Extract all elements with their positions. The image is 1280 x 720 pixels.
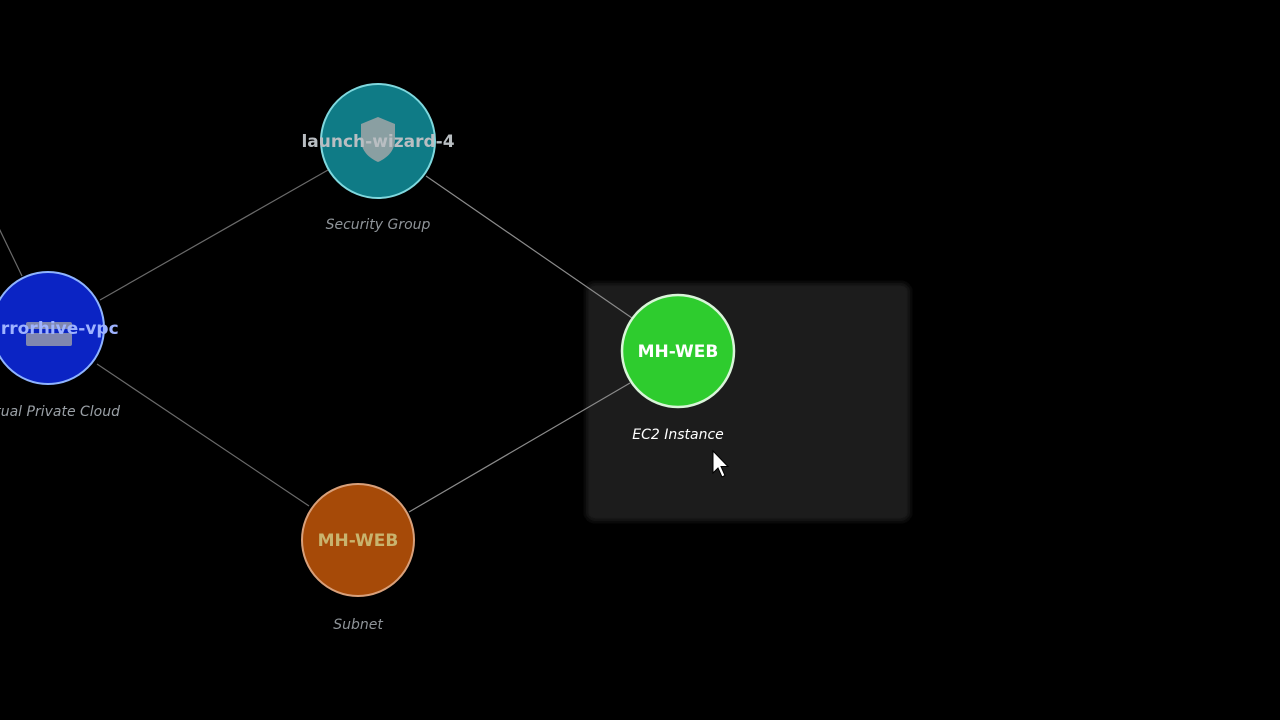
node-vpc-title: mirrorhive-vpc (0, 319, 119, 339)
edge-vpc-subnet (96, 363, 310, 507)
edges-layer (96, 169, 633, 513)
shield-icon (361, 117, 395, 162)
node-ec2-title: MH-WEB (638, 342, 719, 362)
node-ec2-type: EC2 Instance (632, 427, 724, 443)
node-subnet-circle[interactable] (301, 483, 415, 597)
node-subnet-type: Subnet (333, 617, 383, 633)
edge-subnet-ec2 (408, 382, 631, 513)
node-ec2-circle[interactable] (620, 293, 736, 409)
node-subnet-title: MH-WEB (318, 531, 399, 551)
node-security-group[interactable]: launch-wizard-4 Security Group (301, 83, 455, 233)
edge-offscreen (0, 228, 23, 277)
mouse-cursor-icon (712, 449, 730, 478)
vpc-icon (26, 322, 72, 346)
edge-vpc-security-group (99, 169, 329, 301)
node-vpc-type: Virtual Private Cloud (0, 404, 120, 420)
node-security-group-type: Security Group (326, 217, 431, 233)
node-security-group-title: launch-wizard-4 (301, 132, 454, 152)
node-ec2[interactable]: MH-WEB EC2 Instance (620, 293, 736, 443)
edge-security-group-ec2 (425, 175, 633, 319)
node-subnet[interactable]: MH-WEB Subnet (301, 483, 415, 633)
node-vpc[interactable]: mirrorhive-vpc Virtual Private Cloud (0, 271, 120, 420)
